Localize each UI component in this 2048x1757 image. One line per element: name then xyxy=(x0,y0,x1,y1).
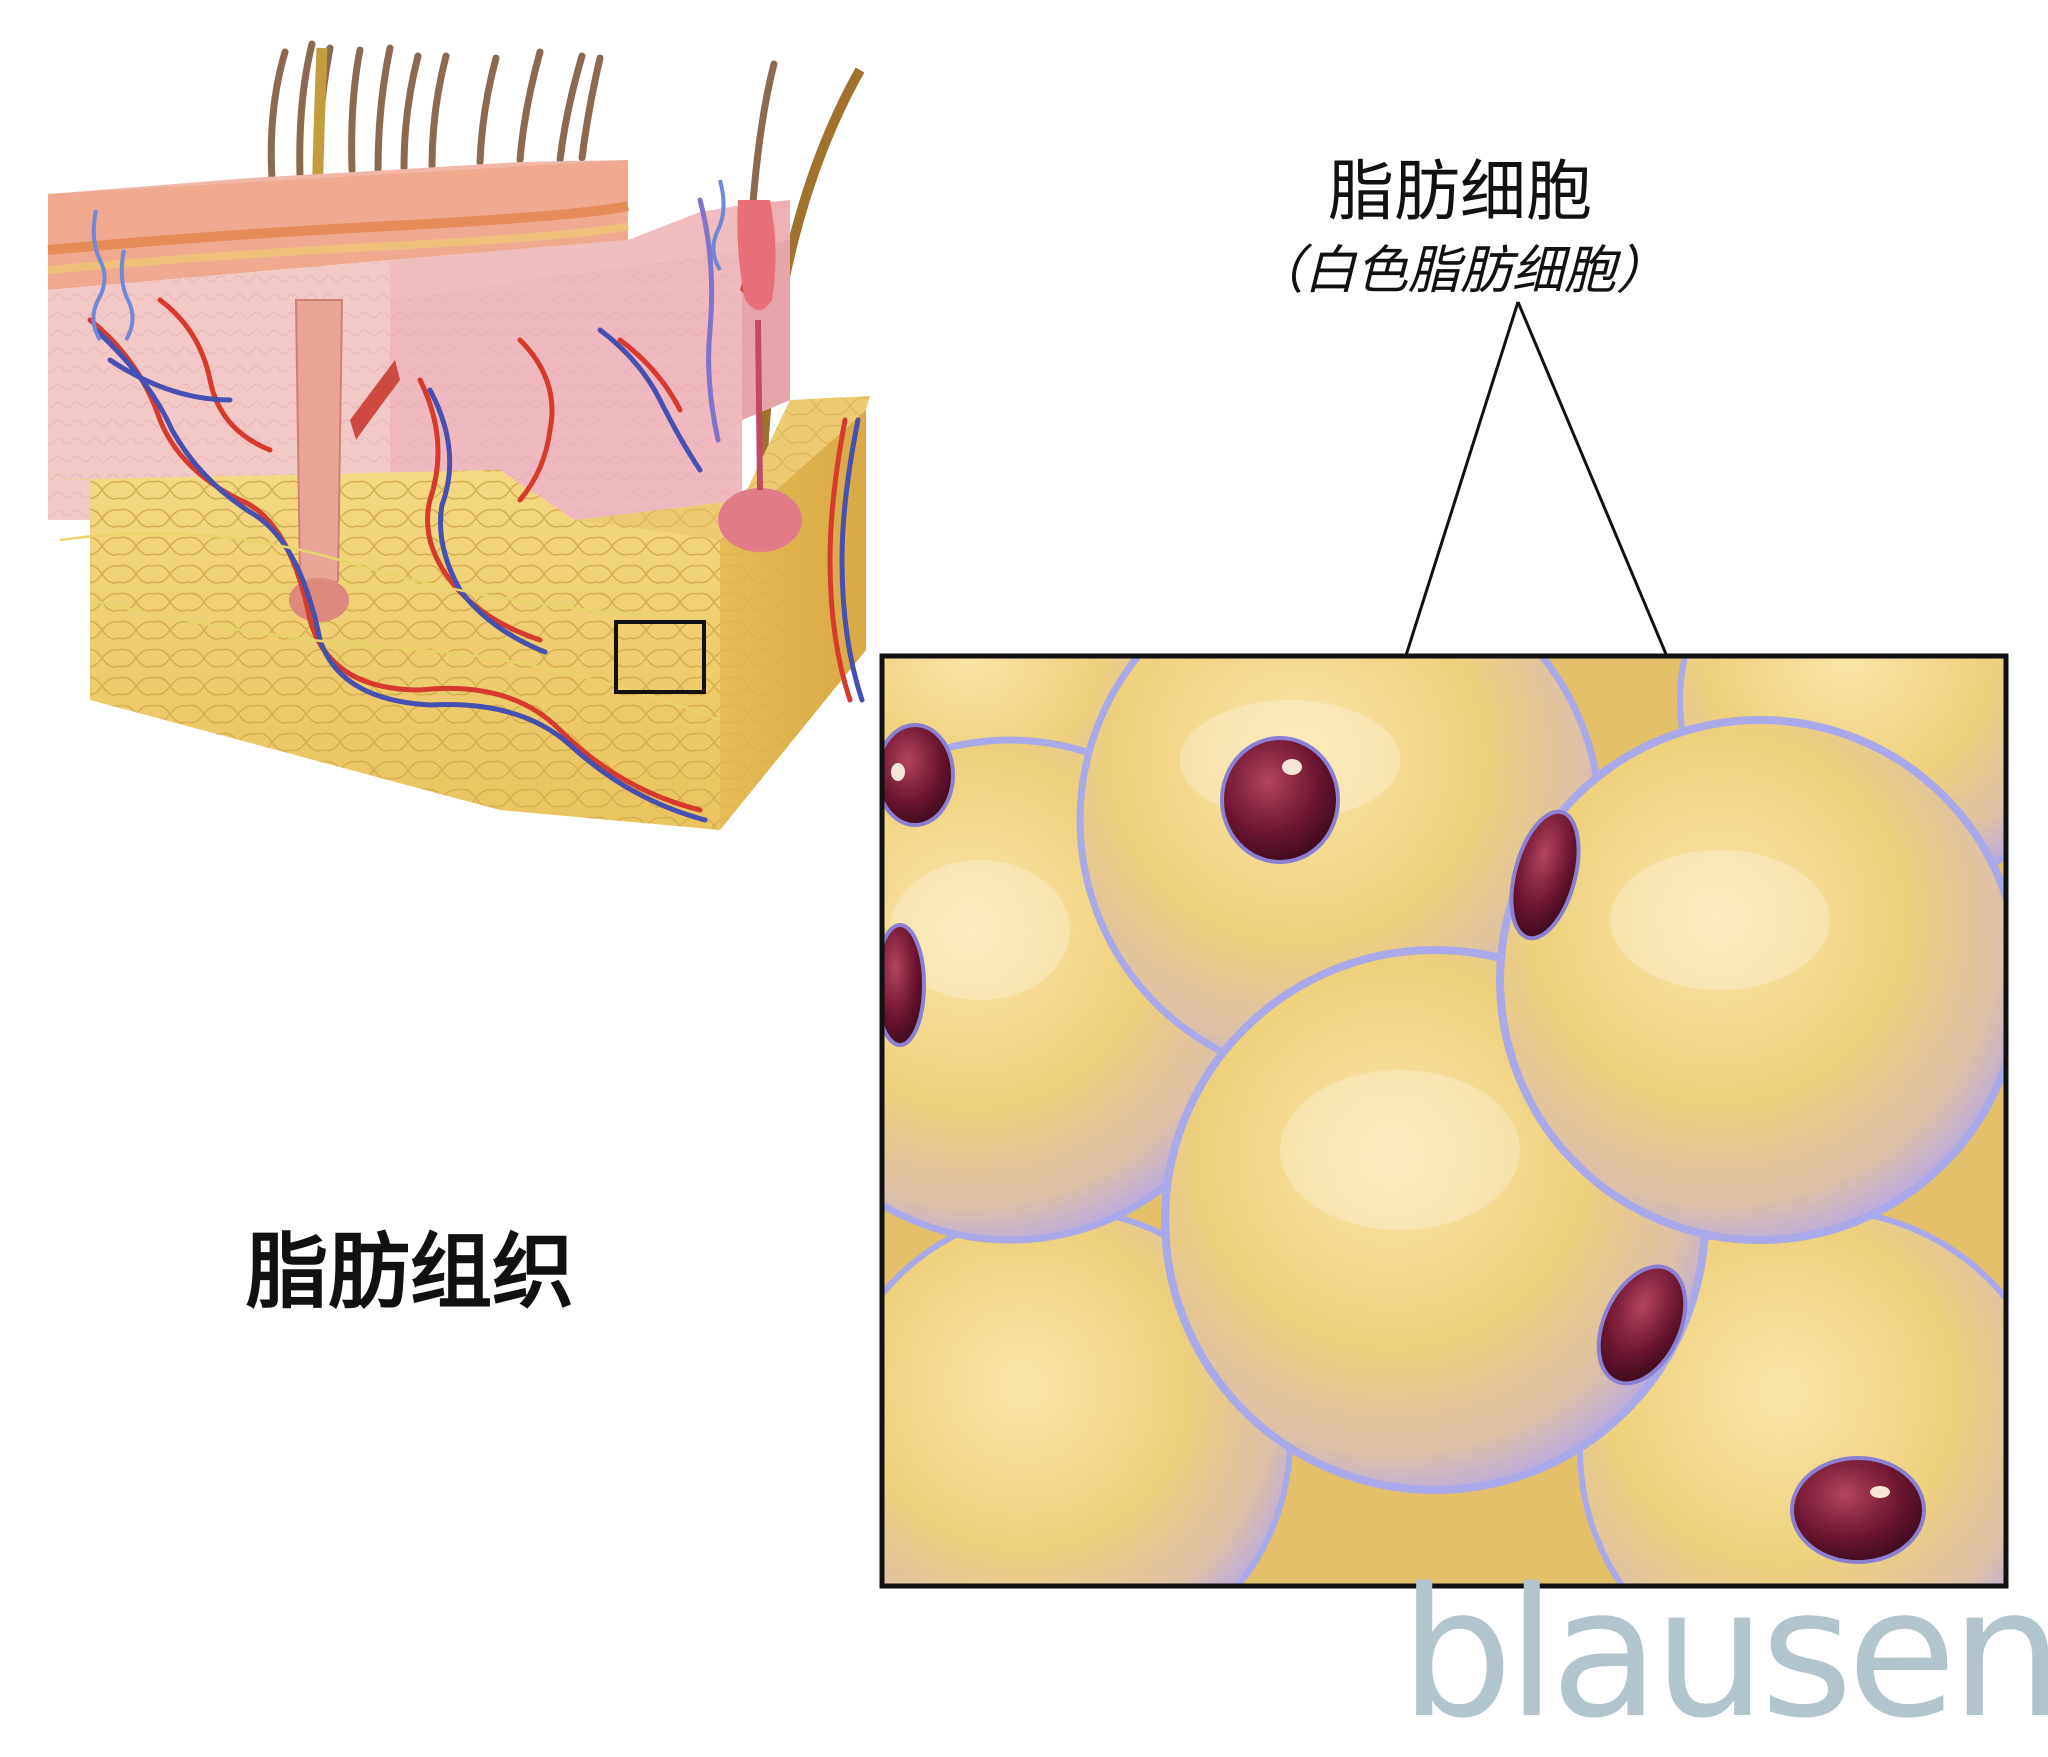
adipocyte-label: 脂肪细胞 xyxy=(1328,153,1592,230)
adipocyte-right xyxy=(1496,716,2006,1244)
blausen-logo: blausen xyxy=(1400,1550,2048,1757)
dermis-step-top xyxy=(390,205,742,300)
blood-vessels xyxy=(87,197,865,823)
zoom-panel-frame xyxy=(879,653,2009,1589)
cell-nuclei xyxy=(882,723,1926,1564)
adipose-tissue-label: 脂肪组织 xyxy=(245,1225,574,1320)
white-adipocyte-label: （白色脂肪细胞） xyxy=(1251,241,1668,301)
right-hair-shaft xyxy=(757,67,865,481)
skin-block-illustration xyxy=(47,40,870,830)
nerve-lines xyxy=(59,532,721,722)
zoom-panel xyxy=(882,656,2006,1586)
zoom-selection-box xyxy=(614,620,706,694)
